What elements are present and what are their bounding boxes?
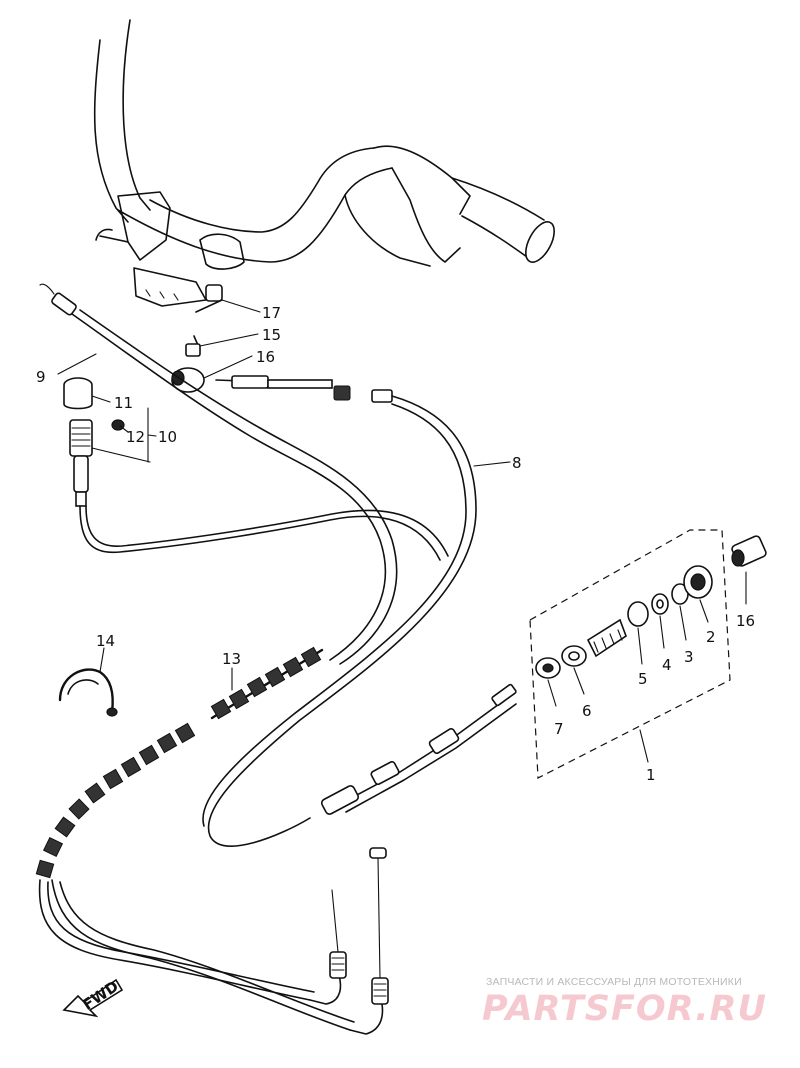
adjuster-kit — [529, 529, 767, 779]
callout-8: 8 — [512, 454, 522, 472]
bolt-15 — [185, 335, 201, 357]
callout-13: 13 — [222, 650, 241, 668]
watermark-tagline: ЗАПЧАСТИ И АКСЕССУАРЫ ДЛЯ МОТОТЕХНИКИ — [486, 976, 742, 988]
handlebar — [93, 19, 555, 307]
sleeve-16-upper — [171, 367, 205, 393]
fitting-17 — [195, 284, 223, 313]
coil-segments — [35, 646, 322, 879]
callout-5: 5 — [638, 670, 648, 688]
spiral-wrap-13 — [35, 646, 324, 879]
callout-4: 4 — [662, 656, 672, 674]
callout-6: 6 — [582, 702, 592, 720]
cable-8 — [202, 375, 477, 847]
callout-12: 12 — [126, 428, 145, 446]
callout-10: 10 — [158, 428, 177, 446]
callout-14: 14 — [96, 632, 115, 650]
leader-lines — [57, 299, 747, 763]
callout-17: 17 — [262, 304, 281, 322]
callout-7: 7 — [554, 720, 564, 738]
cable-1-assembly — [320, 683, 517, 815]
callout-2: 2 — [706, 628, 716, 646]
fwd-arrow: FWD — [62, 977, 124, 1018]
clamp-14 — [58, 668, 118, 717]
callout-1: 1 — [646, 766, 656, 784]
callout-15: 15 — [262, 326, 281, 344]
callout-16-lower: 16 — [736, 612, 755, 630]
fwd-label: FWD — [79, 977, 122, 1014]
callout-9: 9 — [36, 368, 46, 386]
callout-3: 3 — [684, 648, 694, 666]
cable-9 — [39, 283, 398, 665]
callout-16-upper: 16 — [256, 348, 275, 366]
callouts: 17 15 16 9 11 12 10 8 14 13 16 2 3 4 5 6… — [36, 304, 755, 784]
watermark-logo: PARTSFOR.RU — [482, 989, 767, 1029]
callout-11: 11 — [114, 394, 133, 412]
cable-10-assembly — [63, 377, 449, 561]
lower-cable-runs — [38, 847, 389, 1035]
